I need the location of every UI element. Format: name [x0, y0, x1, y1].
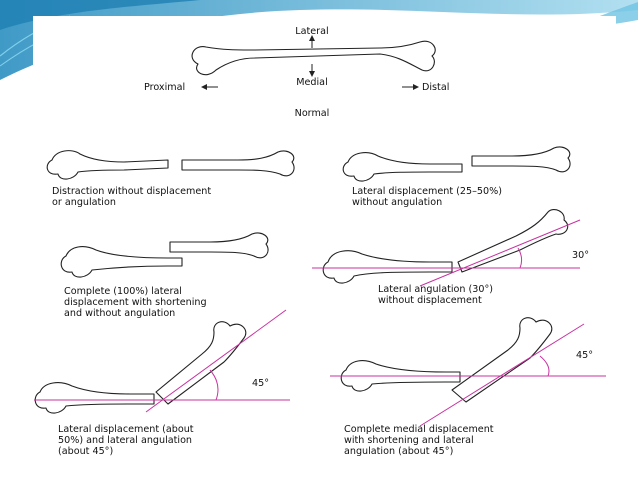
panel-medial-displacement-bones [330, 317, 606, 427]
angle-label-45-right: 45° [576, 350, 594, 361]
caption-complete-displacement: Complete (100%) lateral displacement wit… [64, 286, 207, 319]
panel-lateral-angulation-bones [312, 209, 581, 287]
caption-lateral-angulation: Lateral angulation (30°) without displac… [378, 284, 494, 306]
angle-label-45-left: 45° [252, 378, 270, 389]
panel-displacement-angulation-bones [34, 309, 290, 414]
caption-displacement-angulation: Lateral displacement (about 50%) and lat… [58, 424, 194, 457]
angle-label-30: 30° [572, 250, 590, 261]
caption-lateral-displacement: Lateral displacement (25–50%) without an… [352, 186, 502, 208]
label-lateral: Lateral [295, 26, 329, 37]
caption-distraction: Distraction without displacement or angu… [52, 186, 212, 208]
label-normal: Normal [294, 108, 330, 119]
label-distal: Distal [422, 82, 450, 93]
panel-distraction-bones [46, 150, 295, 180]
caption-medial-displacement: Complete medial displacement with shorte… [344, 424, 494, 457]
normal-femur [191, 40, 436, 76]
label-medial: Medial [296, 77, 328, 88]
panel-complete-displacement-bones [60, 232, 269, 278]
label-proximal: Proximal [144, 82, 186, 93]
panel-lateral-displacement-bones [342, 146, 571, 182]
